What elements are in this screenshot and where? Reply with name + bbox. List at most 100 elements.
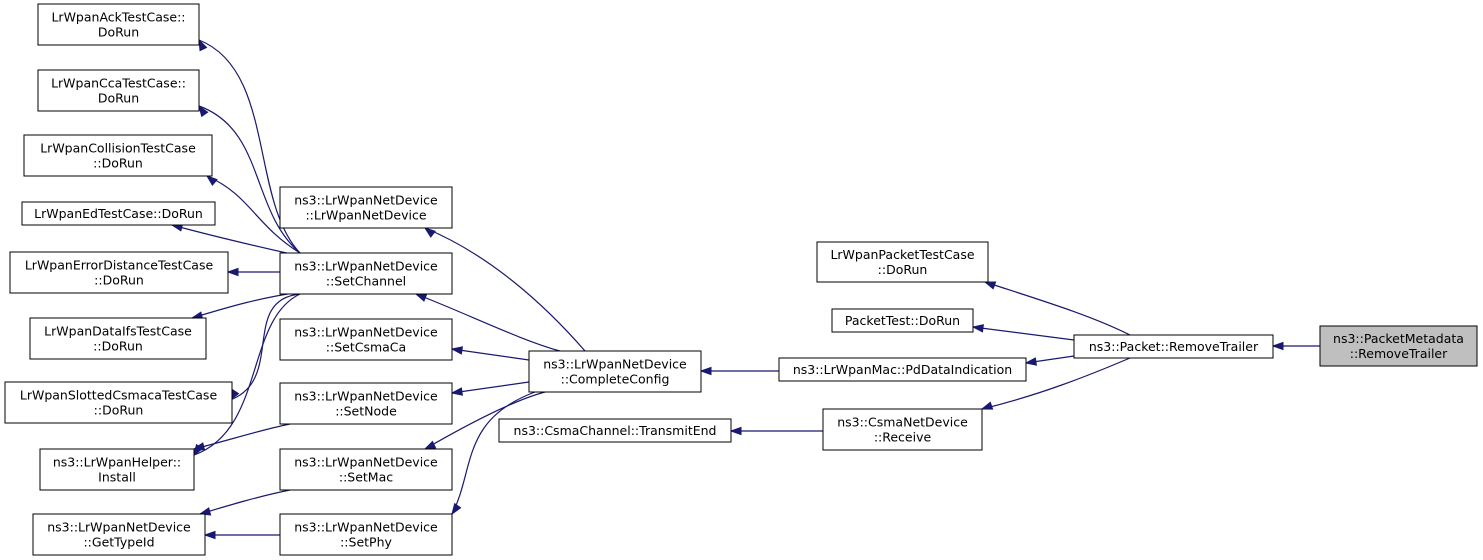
node-acktestcase_dorun[interactable]: LrWpanAckTestCase::DoRun — [37, 3, 200, 46]
node-box — [498, 418, 732, 443]
node-label: ::DoRun — [93, 339, 143, 354]
node-label: ::SetCsmaCa — [326, 340, 406, 355]
node-setphy[interactable]: ns3::LrWpanNetDevice::SetPhy — [279, 513, 453, 556]
edge-line — [451, 348, 530, 361]
edge-setphy-to-completeconfig — [451, 391, 536, 516]
node-box — [822, 408, 983, 451]
node-label: ns3::LrWpanNetDevice — [294, 259, 438, 274]
edge-line — [451, 391, 536, 515]
node-label: ::LrWpanNetDevice — [305, 208, 426, 223]
node-removetrailer_meta: ns3::PacketMetadata::RemoveTrailer — [1319, 325, 1478, 367]
edge-setcsmaca-to-completeconfig — [450, 346, 530, 361]
arrow-head-icon — [971, 324, 984, 333]
arrow-head-icon — [699, 366, 712, 376]
node-label: ns3::LrWpanNetDevice — [294, 520, 438, 535]
node-label: ::DoRun — [94, 273, 144, 288]
node-label: ::CompleteConfig — [561, 372, 670, 387]
node-csmachannel_transmitend[interactable]: ns3::CsmaChannel::TransmitEnd — [498, 418, 732, 443]
node-lrwpanhelper_install[interactable]: ns3::LrWpanHelper::Install — [39, 448, 195, 491]
node-box — [9, 251, 229, 294]
node-box — [528, 350, 702, 393]
node-ccatestcase_dorun[interactable]: LrWpanCcaTestCase::DoRun — [37, 69, 200, 112]
edge-setnode-to-completeconfig — [450, 381, 530, 396]
node-label: LrWpanCollisionTestCase — [40, 141, 196, 156]
node-collisiontestcase_dorun[interactable]: LrWpanCollisionTestCase::DoRun — [23, 134, 213, 177]
node-setcsmaca[interactable]: ns3::LrWpanNetDevice::SetCsmaCa — [279, 318, 453, 361]
node-label: ::GetTypeId — [83, 535, 154, 550]
node-label: ::SetMac — [339, 470, 393, 485]
node-label: DoRun — [98, 25, 139, 40]
arrow-head-icon — [983, 281, 997, 290]
node-label: ns3::Packet::RemoveTrailer — [1089, 339, 1259, 354]
edge-line — [972, 326, 1075, 341]
node-slottedcsmacatestcase_dorun[interactable]: LrWpanSlottedCsmacaTestCase::DoRun — [4, 381, 233, 424]
edge-line — [193, 293, 301, 456]
node-label: ::SetPhy — [340, 535, 392, 550]
node-box — [1319, 325, 1478, 367]
node-label: LrWpanAckTestCase:: — [51, 10, 185, 25]
edge-collisiontestcase_dorun-to-setchannel — [205, 175, 301, 254]
edge-packettest_dorun-to-packet_removetrailer — [971, 324, 1075, 341]
node-label: ::DoRun — [878, 262, 928, 277]
node-packet_removetrailer[interactable]: ns3::Packet::RemoveTrailer — [1073, 334, 1274, 359]
node-box — [279, 186, 453, 229]
edge-lrwpanhelper_install-to-setchannel — [193, 293, 301, 457]
edge-gettypeid-to-setphy — [203, 530, 280, 540]
edge-gettypeid-to-setmac — [198, 489, 291, 516]
node-box — [279, 318, 453, 361]
node-setmac[interactable]: ns3::LrWpanNetDevice::SetMac — [279, 448, 453, 491]
node-label: ::RemoveTrailer — [1350, 346, 1448, 361]
node-gettypeid[interactable]: ns3::LrWpanNetDevice::GetTypeId — [32, 513, 206, 556]
edge-line — [451, 381, 530, 394]
edge-line — [198, 39, 301, 254]
node-label: ns3::LrWpanNetDevice — [294, 389, 438, 404]
arrow-head-icon — [423, 227, 436, 238]
node-dataifstestcase_dorun[interactable]: LrWpanDataIfsTestCase::DoRun — [29, 317, 207, 360]
node-label: ::SetChannel — [326, 274, 406, 289]
node-box — [816, 241, 989, 283]
node-label: PacketTest::DoRun — [845, 313, 960, 328]
edge-errordistancetestcase_dorun-to-setchannel — [226, 267, 280, 277]
node-box — [831, 308, 974, 333]
node-box — [39, 448, 195, 491]
node-label: ns3::CsmaNetDevice — [837, 415, 968, 430]
node-label: ::Receive — [874, 430, 932, 445]
edge-packet_removetrailer-to-removetrailer_meta — [1271, 341, 1320, 351]
node-box — [1073, 334, 1274, 359]
node-setnode[interactable]: ns3::LrWpanNetDevice::SetNode — [279, 382, 453, 425]
arrow-head-icon — [423, 440, 437, 450]
node-label: LrWpanCcaTestCase:: — [51, 76, 186, 91]
node-label: ::DoRun — [93, 156, 143, 171]
node-label: DoRun — [98, 91, 139, 106]
edge-line — [984, 281, 1131, 336]
node-label: ns3::CsmaChannel::TransmitEnd — [514, 423, 717, 438]
node-edtestcase_dorun[interactable]: LrWpanEdTestCase::DoRun — [21, 201, 216, 226]
node-errordistancetestcase_dorun[interactable]: LrWpanErrorDistanceTestCase::DoRun — [9, 251, 229, 294]
edges-layer — [170, 38, 1320, 540]
arrow-head-icon — [198, 104, 209, 118]
arrow-head-icon — [980, 401, 994, 410]
node-setchannel[interactable]: ns3::LrWpanNetDevice::SetChannel — [279, 252, 453, 295]
edge-lrwpanhelper_install-to-setnode — [192, 423, 291, 451]
edge-line — [981, 357, 1131, 410]
node-completeconfig[interactable]: ns3::LrWpanNetDevice::CompleteConfig — [528, 350, 702, 393]
edge-acktestcase_dorun-to-setchannel — [198, 38, 301, 254]
node-box — [32, 513, 206, 556]
edge-lrwpanmac_pddataindication-to-packet_removetrailer — [1024, 355, 1075, 366]
node-box — [23, 134, 213, 177]
edge-line — [206, 175, 301, 254]
arrow-head-icon — [203, 530, 216, 540]
edge-line — [193, 423, 291, 450]
node-label: LrWpanDataIfsTestCase — [44, 324, 192, 339]
edge-completeconfig-to-lrwpanmac_pddataindication — [699, 366, 779, 376]
node-label: ns3::LrWpanHelper:: — [53, 455, 181, 470]
node-lrwpanpackettestcase_dorun[interactable]: LrWpanPacketTestCase::DoRun — [816, 241, 989, 283]
node-lrwpanmac_pddataindication[interactable]: ns3::LrWpanMac::PdDataIndication — [778, 357, 1027, 382]
edge-setmac-to-completeconfig — [423, 391, 546, 450]
node-packettest_dorun[interactable]: PacketTest::DoRun — [831, 308, 974, 333]
node-lrwpannetdevice_ctor[interactable]: ns3::LrWpanNetDevice::LrWpanNetDevice — [279, 186, 453, 229]
node-csmanetdevice_receive[interactable]: ns3::CsmaNetDevice::Receive — [822, 408, 983, 451]
node-label: Install — [98, 470, 136, 485]
node-label: LrWpanPacketTestCase — [830, 247, 974, 262]
